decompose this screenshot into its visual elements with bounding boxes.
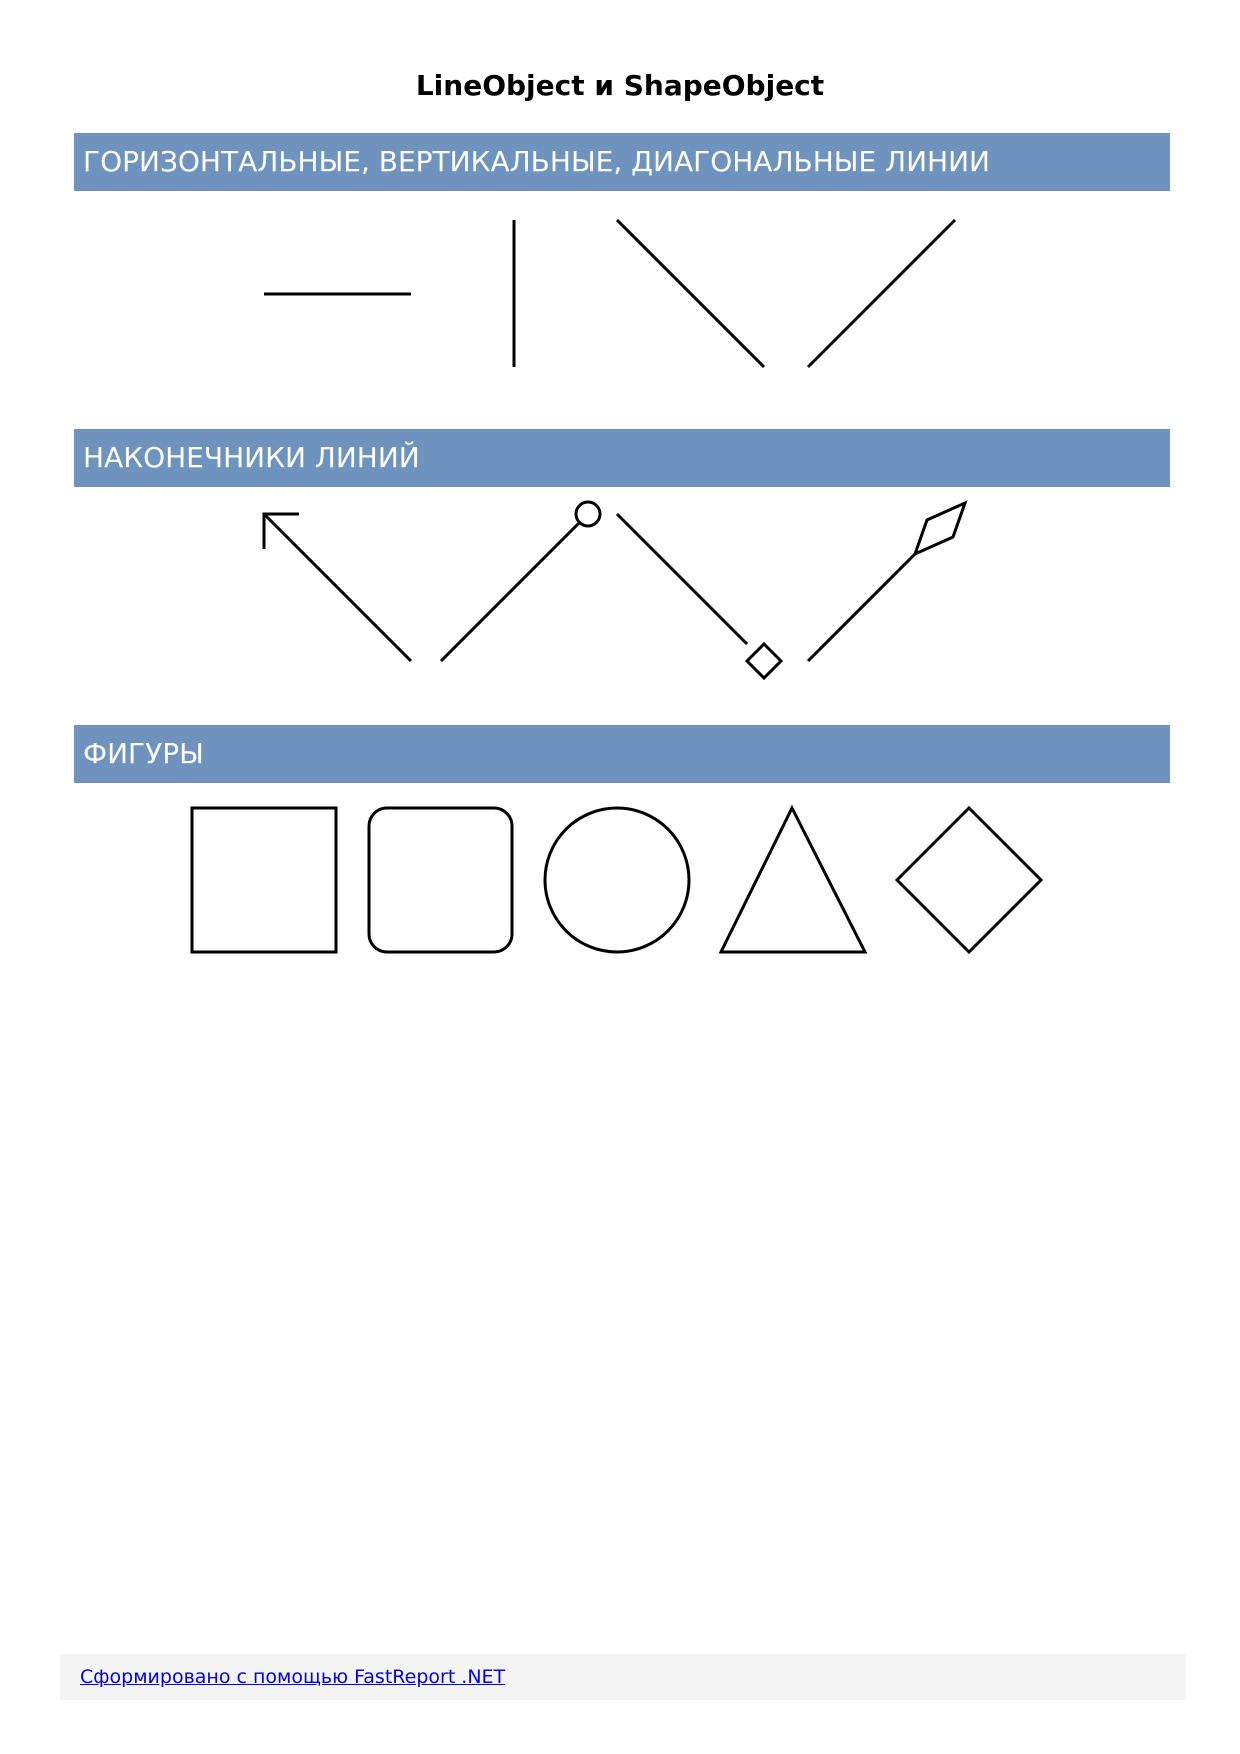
circle-cap-icon [574, 500, 602, 528]
caps-group [262, 500, 968, 681]
diamond-shape [894, 805, 1044, 955]
square-cap-icon [744, 641, 784, 681]
circle-cap-line [439, 500, 602, 663]
diagonal-line-down [615, 218, 766, 369]
arrow-line [262, 512, 413, 663]
rounded-rectangle-shape [367, 806, 514, 954]
open-arrow-icon [262, 512, 299, 549]
ellipse-shape [543, 806, 691, 954]
arrow-cap-line [262, 512, 413, 663]
square-cap-stem [615, 512, 749, 646]
fastreport-link[interactable]: Сформировано с помощью FastReport .NET [80, 1666, 506, 1688]
lines-group [264, 218, 957, 369]
square-cap-line [615, 512, 784, 681]
section-header-lines: ГОРИЗОНТАЛЬНЫЕ, ВЕРТИКАЛЬНЫЕ, ДИАГОНАЛЬН… [74, 133, 1170, 191]
shapes-group [190, 804, 1044, 955]
page-title: LineObject и ShapeObject [415, 69, 825, 102]
section-header-shapes: ФИГУРЫ [74, 725, 1170, 783]
diamond-cap-icon [912, 500, 968, 557]
rectangle-shape [190, 806, 338, 954]
footer-bar: Сформировано с помощью FastReport .NET [60, 1654, 1186, 1700]
diamond-cap-stem [806, 552, 917, 663]
diagonal-line-up [806, 218, 957, 369]
circle-cap-stem [439, 521, 581, 663]
triangle-shape [718, 804, 868, 954]
section-header-caps: НАКОНЕЧНИКИ ЛИНИЙ [74, 429, 1170, 487]
diamond-cap-line [806, 500, 968, 663]
